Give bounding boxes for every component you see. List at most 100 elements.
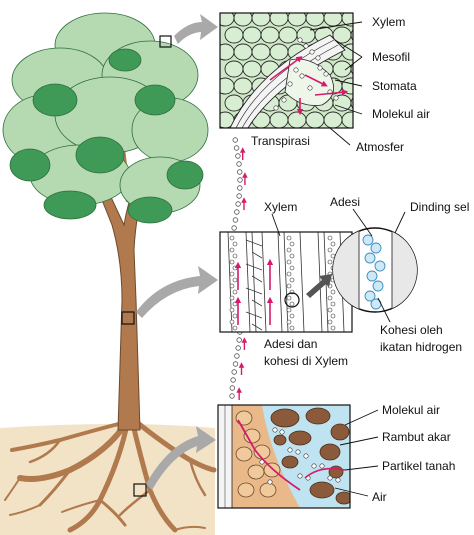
water-molecule [280,430,284,434]
water-molecule [233,314,237,318]
water-molecule [290,314,294,318]
root-cell [260,483,276,497]
tree [0,13,215,535]
water-molecule [328,320,332,324]
water-molecule [233,290,237,294]
water-molecule-large [373,281,383,291]
water-molecule [273,428,277,432]
water-molecule [331,242,335,246]
water-molecule [233,278,237,282]
mesophyll-cell [225,95,243,111]
water-molecule [235,354,240,359]
label-stomata: Stomata [372,79,417,93]
root-cell [238,483,254,497]
water-molecule [328,476,332,480]
water-molecule [331,302,335,306]
water-molecule [287,320,291,324]
water-molecule [233,326,237,330]
water-molecule [331,290,335,294]
water-molecule [287,296,291,300]
mesophyll-cell [351,27,369,43]
root-panel [218,405,352,508]
soil-particle [289,431,311,445]
water-molecule [282,98,286,102]
water-molecule [298,474,302,478]
water-molecule [324,72,328,76]
water-molecule-large [371,243,381,253]
water-molecule [328,308,332,312]
label-molekul-air-root: Molekul air [382,403,440,417]
water-molecule [230,394,235,399]
water-molecule [235,210,240,215]
water-molecule [287,284,291,288]
root-cell [236,447,252,461]
mesophyll-cell [225,61,243,77]
water-molecule [238,178,243,183]
water-molecule [288,82,292,86]
magnified-circle [333,228,418,312]
mesophyll-cell [279,27,297,43]
water-molecule [287,260,291,264]
water-molecule [230,296,234,300]
water-molecule [230,308,234,312]
mesophyll-cell [288,112,306,128]
water-molecule [231,378,236,383]
soil-particle [320,444,340,460]
water-molecule [296,450,300,454]
water-molecule [294,68,298,72]
water-molecule [230,236,234,240]
label-mesofil: Mesofil [372,50,410,64]
water-molecule-large [375,261,385,271]
label-transpirasi: Transpirasi [251,134,310,148]
mesophyll-cell [270,44,288,60]
water-molecule [290,266,294,270]
water-molecule [234,146,239,151]
water-molecule [320,464,324,468]
water-molecule [232,226,237,231]
mesophyll-cell [216,78,234,94]
water-molecule [334,96,338,100]
mesophyll-cell [243,27,261,43]
water-molecule-large [365,253,375,263]
label-kohesi-line1: Kohesi oleh [380,323,443,337]
water-molecule [336,478,340,482]
label-xylem-stem: Xylem [264,200,297,214]
water-molecule [237,170,242,175]
label-adesi-kohesi-line2: kohesi di Xylem [264,354,348,368]
water-molecule [304,454,308,458]
label-molekul-air-leaf: Molekul air [372,107,430,121]
label-atmosfer: Atmosfer [356,140,404,154]
water-molecule [233,218,238,223]
water-molecule [318,66,322,70]
mesophyll-cell [351,95,369,111]
water-molecule [304,44,308,48]
water-molecule [328,260,332,264]
canopy [3,13,208,223]
soil-particle [306,408,330,424]
water-molecule [230,320,234,324]
water-molecule [331,326,335,330]
water-molecule [274,106,278,110]
label-adesi: Adesi [330,195,360,209]
water-molecule [230,272,234,276]
water-molecule [230,284,234,288]
stem-panel [220,232,352,332]
mesophyll-cell [306,112,324,128]
water-molecule [233,362,238,367]
label-adesi-kohesi-line1: Adesi dan [264,337,317,351]
root-cell [248,465,264,479]
water-molecule [287,272,291,276]
label-kohesi-line2: ikatan hidrogen [380,340,462,354]
water-molecule [233,242,237,246]
water-molecule [287,248,291,252]
mesophyll-cell [342,112,360,128]
water-molecule-large [367,271,377,281]
mesophyll-cell [234,78,252,94]
soil-particle [331,424,349,440]
water-molecule [331,314,335,318]
water-molecule [233,138,238,143]
water-molecule [237,162,242,167]
water-molecule [290,326,294,330]
water-molecule [236,346,241,351]
mesophyll-cell [270,112,288,128]
